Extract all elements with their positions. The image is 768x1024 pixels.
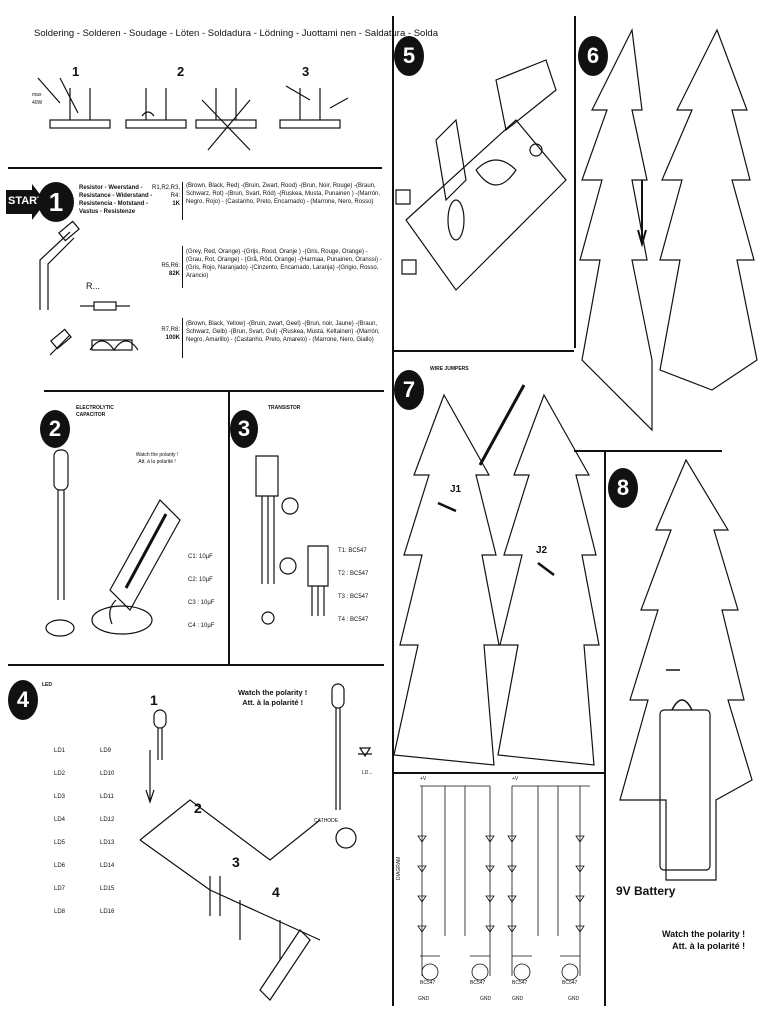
divider: [228, 392, 230, 664]
divider: [574, 450, 722, 452]
step-number-7: 7: [394, 370, 424, 410]
led-substep-3: 3: [232, 854, 240, 870]
transistor-item: T4 : BC547: [338, 617, 369, 623]
transistor-item: T2 : BC547: [338, 571, 369, 577]
led-drawing: [139, 683, 372, 1001]
diagram-transistor-label: BC547: [562, 980, 578, 986]
led-substep-1: 1: [150, 692, 158, 708]
capacitor-item: C4 : 10µF: [188, 623, 215, 629]
solder-step-1: 1: [72, 64, 80, 79]
battery-assembly-drawing: [619, 458, 753, 881]
diagram-transistor-label: BC547: [420, 980, 436, 986]
step-number-3: 3: [230, 410, 258, 448]
diagram-vcc-2: +V: [512, 776, 519, 782]
tree-halves-drawing: [579, 27, 758, 432]
resistor-symbol-label: R...: [86, 281, 101, 291]
bracket: [182, 246, 183, 288]
jumper-j1-label: J1: [450, 484, 462, 495]
led-substep-2: 2: [194, 800, 202, 816]
capacitor-polarity-note: Watch the polarity !Att. à la polarité !: [135, 452, 179, 465]
jumper-j2-label: J2: [536, 545, 548, 556]
wire-jumpers-heading: WIRE JUMPERS: [430, 366, 469, 372]
step-number-8: 8: [608, 468, 638, 508]
divider: [44, 390, 384, 392]
step-number-6: 6: [578, 36, 608, 76]
diagram-gnd: GND: [418, 996, 430, 1002]
soldering-drawing: [37, 77, 349, 151]
solder-step-2: 2: [177, 64, 185, 79]
diagram-transistor-label: BC547: [470, 980, 486, 986]
wire-jumper-drawing: [393, 384, 600, 766]
divider: [604, 450, 606, 1006]
resistor-ids-82k: R5,R6:82K: [161, 263, 180, 277]
diagram-gnd: GND: [480, 996, 492, 1002]
bracket: [182, 318, 183, 358]
transistor-item: T3 : BC547: [338, 594, 369, 600]
capacitor-item: C2: 10µF: [188, 577, 213, 583]
diagram-gnd: GND: [568, 996, 580, 1002]
transistor-item: T1: BC547: [338, 548, 367, 554]
transistor-drawing: [255, 455, 329, 625]
led-polarity-note: Watch the polarity !Att. à la polarité !: [238, 688, 308, 707]
bracket: [182, 182, 183, 220]
resistor-ids-100k: R7,R8:100K: [161, 327, 180, 341]
resistor-drawing: [39, 220, 139, 356]
resistor-colors-82k: (Grey, Red, Orange) -(Grijs, Rood, Oranj…: [186, 249, 382, 279]
solder-max-label: max: [32, 92, 42, 98]
resistor-ids-1k: R1,R2,R3,R4:1K: [151, 185, 180, 207]
diagram-transistor-label: BC547: [512, 980, 528, 986]
diagram-vcc-1: +V: [420, 776, 427, 782]
divider: [574, 16, 576, 348]
led-heading: LED: [42, 682, 52, 688]
capacitor-item: C1: 10µF: [188, 554, 213, 560]
resistor-heading: Resistor - Weerstand -Resistance - Wider…: [79, 185, 153, 215]
soldering-illustration: 1 2 3 max 40W: [30, 58, 380, 151]
solder-watt-label: 40W: [32, 100, 43, 106]
transistor-heading: TRANSISTOR: [268, 405, 301, 411]
step-number-2: 2: [40, 410, 70, 448]
start-arrow: START: [6, 184, 46, 220]
cathode-label: CATHODE: [314, 818, 339, 824]
start-label: START: [8, 195, 44, 207]
divider: [392, 350, 574, 352]
capacitor-drawing: [45, 449, 181, 637]
page-title: Soldering - Solderen - Soudage - Löten -…: [34, 28, 438, 39]
circuit-diagram: [417, 785, 590, 981]
battery-label: 9V Battery: [616, 884, 676, 898]
step-number-1: 1: [38, 182, 74, 222]
divider: [392, 16, 394, 1006]
diagram-gnd: GND: [512, 996, 524, 1002]
divider: [8, 664, 384, 666]
capacitor-item: C3 : 10µF: [188, 600, 215, 606]
resistor-colors-1k: (Brown, Black, Red) -(Bruin, Zwart, Rood…: [186, 183, 381, 205]
step-number-5: 5: [394, 36, 424, 76]
battery-polarity-note: Watch the polarity !Att. à la polarité !: [662, 929, 746, 951]
capacitor-list: C1: 10µF C2: 10µF C3 : 10µF C4 : 10µF: [188, 546, 214, 638]
divider: [8, 167, 382, 169]
solder-step-3: 3: [302, 64, 310, 79]
board-assembly-drawing: [395, 59, 567, 291]
transistor-list: T1: BC547 T2 : BC547 T3 : BC547 T4 : BC5…: [338, 540, 368, 632]
led-substep-4: 4: [272, 884, 280, 900]
resistor-colors-100k: (Brown, Black, Yellow) -(Bruin, zwart, G…: [186, 321, 380, 343]
divider: [392, 772, 606, 774]
ld-symbol-label: LD...: [362, 770, 373, 776]
step-number-4: 4: [8, 680, 38, 720]
